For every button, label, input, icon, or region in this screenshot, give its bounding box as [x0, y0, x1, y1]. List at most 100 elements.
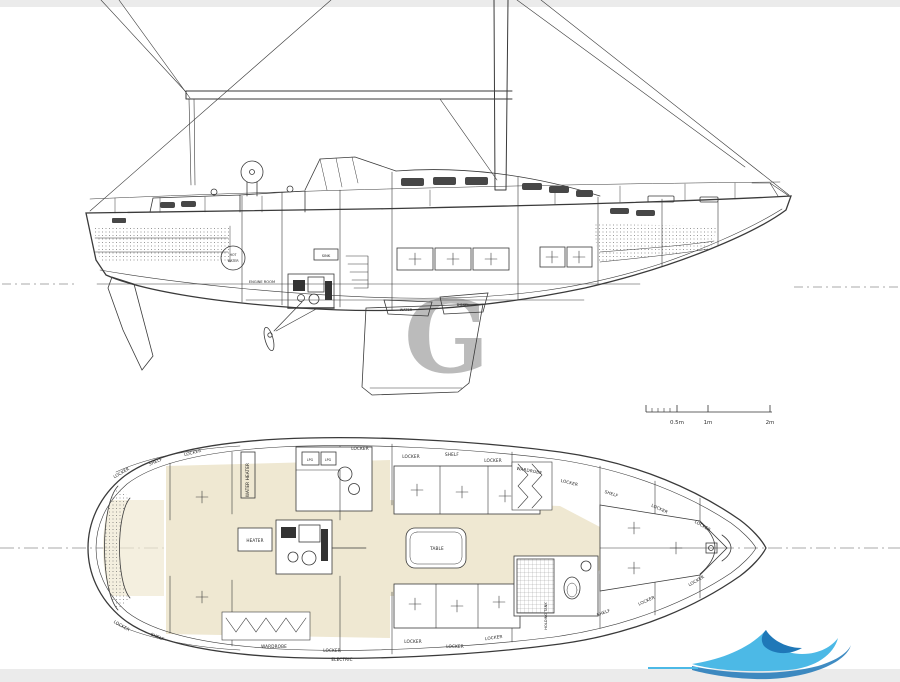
boom — [185, 90, 513, 100]
shower-grating — [516, 558, 555, 614]
keel — [361, 303, 484, 396]
sink — [337, 466, 353, 482]
galley — [295, 446, 373, 512]
winch — [210, 188, 218, 196]
plan-label: LOCKER — [183, 448, 201, 457]
propeller — [263, 301, 303, 352]
cabin-window — [433, 177, 456, 185]
hot-water-label: WATER — [227, 259, 239, 263]
settee-cushion — [396, 247, 434, 271]
head-sink — [580, 560, 592, 572]
stove — [301, 451, 320, 466]
mast — [493, 0, 509, 191]
plan-label: WATER HEATER — [245, 463, 250, 497]
plan-label: LOCKER — [323, 648, 341, 653]
forestay — [540, 0, 790, 196]
settee-cushion — [566, 246, 593, 268]
bilge-tanks — [383, 292, 489, 317]
cabin-window — [401, 178, 424, 186]
watermark-letter: G — [404, 278, 489, 396]
toilet — [563, 576, 581, 600]
wave-logo — [648, 630, 851, 680]
hot-water-label: HOT — [230, 253, 237, 257]
plan-label: LOCKER — [351, 446, 369, 451]
plan-label: LOCKER — [446, 644, 464, 649]
plan-label: LOCKER — [404, 639, 422, 644]
sink — [348, 483, 360, 495]
port-window — [160, 202, 175, 208]
port-window — [181, 201, 196, 207]
plan-label: SHELF — [604, 489, 619, 498]
sprayhood — [304, 156, 397, 191]
inner-forestay — [516, 0, 746, 168]
halyard — [100, 0, 187, 93]
side-view: HOT WATER ENGINE ROOM SINK WATER DIESEL — [85, 0, 792, 396]
scale-05m-label: 0.5m — [670, 420, 684, 426]
aft-trunk — [149, 194, 241, 213]
saloon-table — [405, 527, 467, 569]
cabin-window — [465, 177, 488, 185]
hot-water-tank — [220, 245, 246, 271]
engine-side — [275, 273, 335, 332]
hull-port — [636, 210, 655, 216]
lifeline — [89, 181, 781, 200]
heater-box — [237, 527, 273, 552]
stove — [320, 451, 337, 466]
plan-label: SHELF — [596, 608, 611, 618]
plan-label: LOCKER — [651, 503, 669, 515]
companionway-steps — [345, 255, 369, 289]
chain-locker — [699, 521, 732, 575]
hull-profile — [85, 195, 792, 312]
scale-2m-label: 2m — [766, 420, 775, 426]
windlass — [705, 542, 718, 554]
plan-label: LOCKER — [112, 466, 130, 479]
plan-label: SHELF — [150, 632, 165, 642]
sink-box — [313, 248, 339, 261]
scale-1m-label: 1m — [704, 420, 713, 426]
engine-plan — [275, 519, 367, 575]
v-berth — [599, 504, 728, 592]
plan-label: WARDROBE — [516, 466, 543, 475]
bottom-band — [0, 669, 900, 682]
wheel-pedestal — [240, 160, 264, 197]
settee-cushion — [539, 246, 566, 268]
plan-hull-outer — [87, 436, 767, 660]
plan-label: SHELF — [445, 452, 459, 457]
hull-port — [112, 218, 126, 223]
vang — [439, 98, 498, 181]
water-heater-locker — [240, 451, 256, 499]
plan-label: LOCKER — [402, 454, 420, 459]
wardrobe-zigzag — [511, 461, 553, 511]
plan-view: LOCKER SHELF LOCKER WATER HEATER LPG LPG… — [87, 436, 767, 662]
sink-label: SINK — [322, 254, 331, 258]
hull-port — [610, 208, 629, 214]
deck-hatch — [647, 195, 675, 203]
plan-label: LPG — [307, 458, 314, 462]
plan-label: LPG — [325, 458, 332, 462]
water-tank-label: WATER — [400, 308, 413, 312]
diesel-tank-label: DIESEL — [457, 303, 470, 307]
aft-berth-stipple — [94, 226, 230, 262]
plan-label: LOCKER — [484, 458, 502, 463]
bulkheads — [241, 171, 719, 311]
plan-label: TABLE — [429, 546, 444, 551]
cabin-window — [522, 183, 542, 190]
plan-label: LOCKER — [485, 634, 503, 641]
cabin-window — [549, 186, 569, 193]
winch — [286, 185, 294, 193]
plan-label: LOCKER — [560, 478, 578, 487]
plan-label: SHELF — [148, 457, 163, 467]
plan-label: ELECTRIC — [331, 657, 352, 662]
plan-hull-inner — [95, 445, 757, 651]
settee-cushion — [434, 247, 472, 271]
scale-bar: 0.5m 1m 2m — [645, 405, 775, 426]
pulpit — [751, 182, 790, 197]
plan-label: HEATER — [246, 538, 263, 543]
rudder — [107, 276, 154, 371]
head-compartment — [513, 555, 599, 617]
plan-label: WARDROBE — [261, 644, 287, 649]
backstay — [89, 0, 332, 212]
wardrobe-zigzag — [221, 611, 311, 641]
